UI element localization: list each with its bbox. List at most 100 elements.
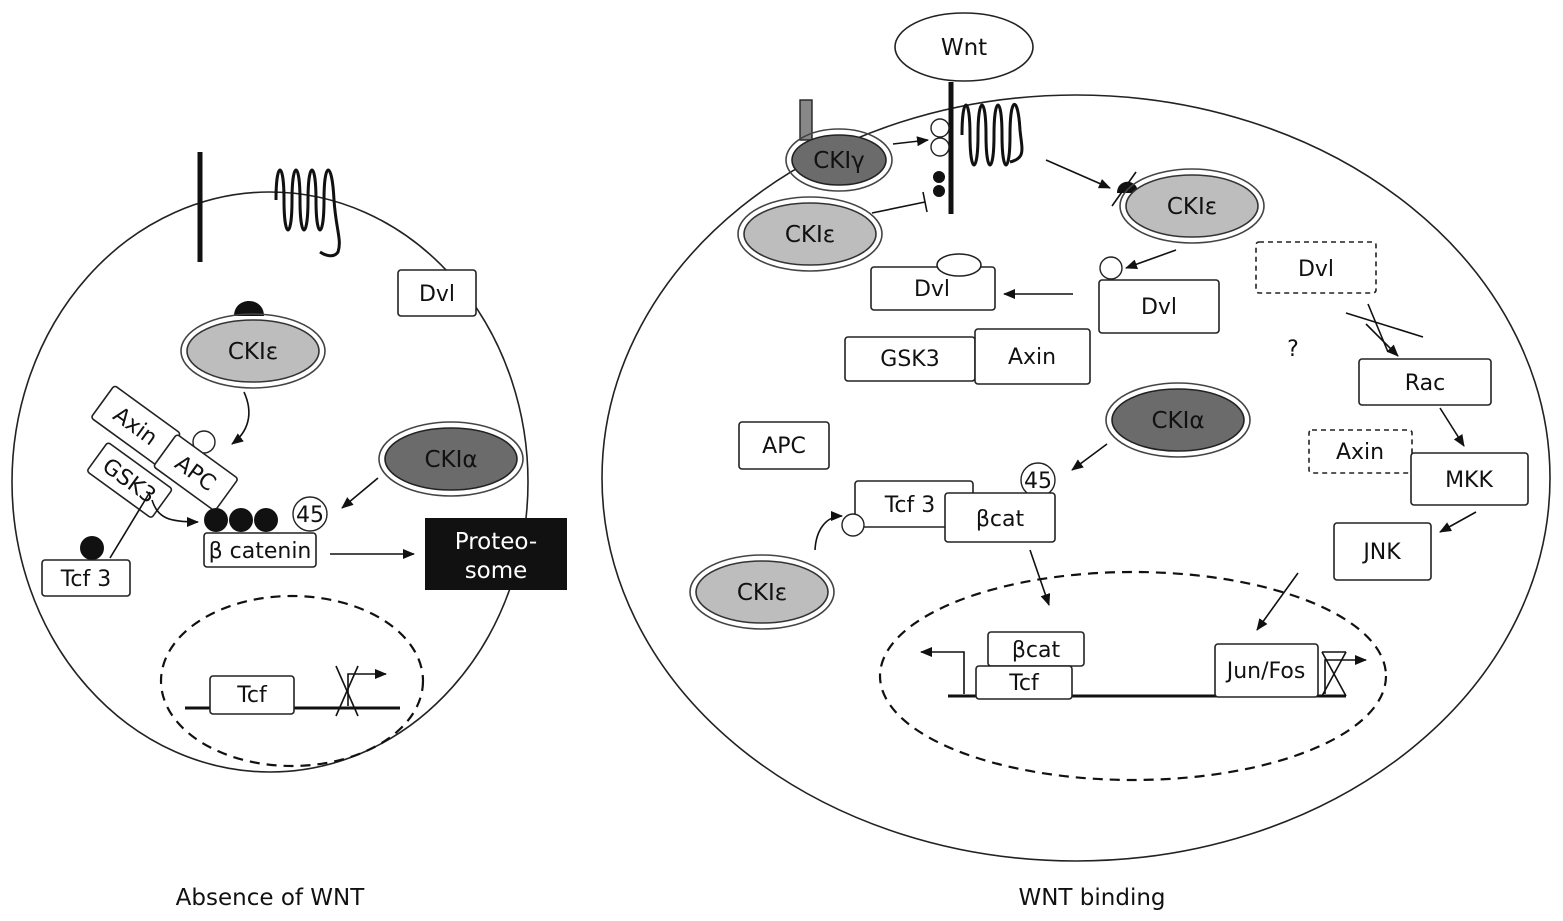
right-bcat-nuclear-arrow bbox=[1029, 549, 1051, 606]
left-proteosome-box bbox=[425, 518, 567, 590]
right-cki-gamma-anchor bbox=[799, 99, 813, 141]
right-cki-epsilon-top-ring bbox=[737, 196, 883, 272]
left-cki-epsilon-ring bbox=[180, 313, 326, 389]
right-cki-epsilon-bottom-ring bbox=[689, 554, 835, 630]
right-wnt-ligand bbox=[894, 12, 1034, 82]
right-panel: Wnt CKIγ CKIε CKIε Dvl bbox=[601, 12, 1551, 911]
right-transcription-blocked bbox=[1324, 655, 1367, 694]
right-wnt-label: Wnt bbox=[941, 35, 987, 61]
right-question-mark: ? bbox=[1287, 337, 1299, 362]
right-apc-box bbox=[738, 421, 830, 470]
left-dvl-label: Dvl bbox=[419, 282, 455, 307]
right-cki-epsilon-top bbox=[743, 202, 877, 266]
right-cki-alpha-label: CKIα bbox=[1151, 408, 1204, 434]
left-transcription-start bbox=[347, 669, 387, 706]
left-dvl-box bbox=[397, 269, 477, 317]
left-beta-catenin-box bbox=[203, 532, 317, 568]
left-phosphate-cap bbox=[234, 301, 264, 316]
left-tcf3-phosphate bbox=[80, 536, 104, 560]
right-transcription-active bbox=[920, 647, 965, 694]
left-panel-caption: Absence of WNT bbox=[176, 885, 366, 911]
right-dvl-center-label: Dvl bbox=[1141, 295, 1177, 320]
right-bcat-label: βcat bbox=[976, 507, 1025, 532]
right-cki-epsilon-right-ring bbox=[1119, 168, 1265, 244]
left-proteosome-line1: Proteo- bbox=[455, 529, 537, 555]
right-cki-gamma-ring bbox=[785, 128, 893, 192]
left-bcat-phosphate-3 bbox=[254, 508, 278, 532]
left-gsk3-box bbox=[87, 442, 173, 518]
left-cki-alpha-arrow bbox=[341, 477, 379, 509]
left-proteosome-line2: some bbox=[465, 558, 528, 584]
left-tcf3-box bbox=[41, 559, 131, 597]
left-tcf-label: Tcf bbox=[236, 683, 268, 708]
right-frizzled-receptor bbox=[960, 102, 1024, 167]
right-dvl-to-rac-strike-2 bbox=[1367, 303, 1389, 353]
right-cki-epsilon-to-dvl-arrow bbox=[1125, 249, 1177, 269]
right-axin-dashed-box bbox=[1308, 429, 1413, 474]
left-panel: Dvl CKIε Axin APC GSK3 Tcf 3 bbox=[11, 152, 567, 911]
right-cki-gamma bbox=[791, 134, 887, 186]
right-receptor-phospho-open-2 bbox=[930, 137, 950, 157]
left-cki-epsilon bbox=[186, 319, 320, 383]
left-transcription-block-2 bbox=[335, 665, 359, 717]
left-gsk3-arrow bbox=[151, 499, 199, 527]
right-receptor-phospho-2 bbox=[933, 185, 945, 197]
right-tcf3-phosphate bbox=[841, 513, 865, 537]
right-dvl-left-box bbox=[870, 266, 996, 311]
left-cell-membrane bbox=[11, 191, 529, 773]
left-frizzled-receptor bbox=[274, 168, 341, 258]
right-axin-label: Axin bbox=[1008, 345, 1056, 370]
right-receptor-phospho-1 bbox=[933, 171, 945, 183]
right-panel-caption: WNT binding bbox=[1018, 885, 1165, 911]
right-axin-dashed-label: Axin bbox=[1336, 440, 1384, 465]
left-cki-epsilon-arrow bbox=[231, 391, 250, 445]
right-cki-epsilon-bottom-label: CKIε bbox=[737, 580, 787, 606]
right-tcf-nucleus-label: Tcf bbox=[1008, 671, 1040, 696]
right-mkk-label: MKK bbox=[1445, 468, 1493, 493]
left-p45-label: 45 bbox=[296, 503, 324, 528]
right-dvl-to-rac-arrow bbox=[1365, 323, 1399, 357]
right-gsk3-label: GSK3 bbox=[880, 347, 939, 372]
right-cki-epsilon-top-label: CKIε bbox=[785, 222, 835, 248]
left-cki-alpha-label: CKIα bbox=[424, 447, 477, 473]
right-cki-epsilon-inhibition-bar bbox=[922, 191, 928, 213]
left-bcat-phosphate-1 bbox=[204, 508, 228, 532]
left-beta-catenin-label: β catenin bbox=[209, 539, 312, 564]
left-nucleus bbox=[159, 594, 425, 768]
right-dvl-to-rac-strike-1 bbox=[1345, 312, 1424, 338]
right-cki-alpha-arrow bbox=[1071, 443, 1108, 471]
right-dvl-dashed-label: Dvl bbox=[1298, 257, 1334, 282]
left-cki-alpha-ring bbox=[378, 421, 524, 497]
left-bcat-phosphate-2 bbox=[229, 508, 253, 532]
right-receptor-phospho-open-1 bbox=[930, 118, 950, 138]
right-dvl-left-cap bbox=[936, 253, 982, 277]
right-cell-membrane bbox=[601, 94, 1551, 862]
right-axin-box bbox=[974, 328, 1091, 385]
right-jun-fos-label: Jun/Fos bbox=[1225, 659, 1306, 684]
right-dvl-dashed-box bbox=[1255, 241, 1377, 294]
right-cki-alpha bbox=[1111, 388, 1245, 452]
left-p45-circle bbox=[292, 496, 328, 532]
right-cki-gamma-arrow bbox=[892, 136, 929, 147]
right-receptor-to-cki-arrow bbox=[1045, 159, 1111, 189]
right-dvl-center-box bbox=[1098, 279, 1220, 334]
right-cki-alpha-ring bbox=[1105, 382, 1251, 458]
right-mkk-box bbox=[1410, 452, 1529, 506]
right-jnk-box bbox=[1333, 522, 1432, 581]
right-rac-label: Rac bbox=[1405, 371, 1445, 396]
right-nucleus bbox=[878, 570, 1388, 782]
right-cki-epsilon-bottom bbox=[695, 560, 829, 624]
right-apc-label: APC bbox=[762, 434, 806, 459]
left-cki-alpha bbox=[384, 427, 518, 491]
left-gsk3-tcf3-link bbox=[109, 491, 151, 559]
right-dvl-left-label: Dvl bbox=[914, 277, 950, 302]
right-transcription-block-2 bbox=[1321, 651, 1347, 697]
left-cki-epsilon-label: CKIε bbox=[228, 339, 278, 365]
right-dvl-phosphate bbox=[1099, 256, 1123, 280]
right-cki-gamma-label: CKIγ bbox=[813, 148, 865, 174]
right-bcat-box bbox=[944, 492, 1056, 543]
left-apc-box bbox=[153, 434, 238, 511]
right-cki-epsilon-to-tcf3-arrow bbox=[814, 511, 843, 551]
right-cki-epsilon-right-label: CKIε bbox=[1167, 194, 1217, 220]
